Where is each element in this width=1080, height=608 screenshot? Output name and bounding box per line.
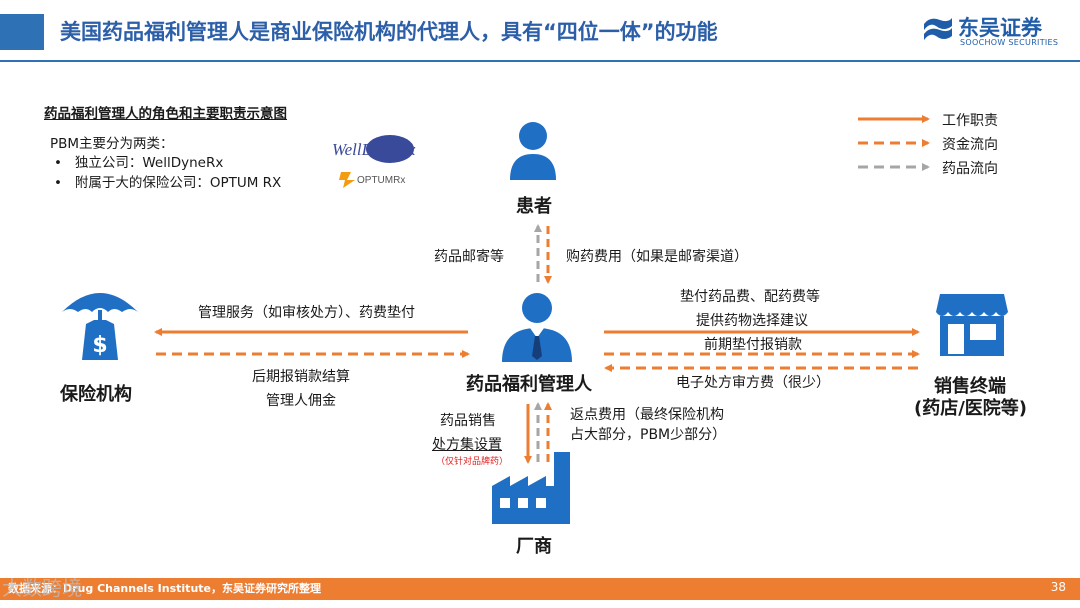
pbm-type-item: • 附属于大的保险公司：OPTUM RX bbox=[54, 175, 282, 191]
footer-bar: 数据来源：Drug Channels Institute，东吴证券研究所整理 3… bbox=[0, 578, 1080, 600]
brand-mark-icon bbox=[924, 18, 952, 40]
node-insurer-label: 保险机构 bbox=[60, 384, 132, 405]
flow-label-rebate-split: 占大部分，PBM少部分） bbox=[570, 427, 727, 443]
page-number: 38 bbox=[1050, 580, 1066, 594]
flow-label-retail-advance: 垫付药品费、配药费等 bbox=[680, 289, 820, 305]
node-pbm-label: 药品福利管理人 bbox=[466, 374, 592, 395]
flow-label-pbm-to-patient: 药品邮寄等 bbox=[434, 249, 504, 265]
brand-name-en: SOOCHOW SECURITIES bbox=[960, 38, 1059, 47]
watermark: 大数跨境 bbox=[2, 576, 82, 600]
flow-label-mfr-sales: 药品销售 bbox=[440, 413, 496, 429]
node-retail-sublabel: (药店/医院等) bbox=[914, 398, 1028, 419]
flow-label-patient-to-pbm: 购药费用（如果是邮寄渠道） bbox=[566, 249, 748, 265]
header-rule bbox=[0, 60, 1080, 62]
flow-label-mfr-formulary: 处方集设置 bbox=[432, 437, 502, 453]
patient-icon bbox=[510, 122, 556, 180]
optum-logo: OPTUMRx bbox=[335, 168, 425, 190]
flow-label-retail-advice: 提供药物选择建议 bbox=[696, 313, 808, 329]
pbm-type-label: 独立公司：WellDyneRx bbox=[74, 155, 224, 171]
flow-label-insurer-mgmt: 管理服务（如审核处方）、药费垫付 bbox=[198, 305, 415, 321]
page-title: 美国药品福利管理人是商业保险机构的代理人，具有“四位一体”的功能 bbox=[60, 20, 718, 44]
flow-label-insurer-commission: 管理人佣金 bbox=[266, 393, 336, 409]
welldyne-logo-text: WellDyneRx bbox=[332, 140, 416, 159]
pbm-type-item: • 独立公司：WellDyneRx bbox=[54, 155, 224, 171]
legend-label-money: 资金流向 bbox=[942, 137, 998, 153]
flow-label-rebate: 返点费用（最终保险机构 bbox=[570, 407, 724, 423]
svg-text:$: $ bbox=[92, 333, 107, 358]
node-retail-label: 销售终端 bbox=[934, 376, 1006, 397]
factory-icon bbox=[492, 452, 570, 524]
flow-label-retail-eprescription: 电子处方审方费（很少） bbox=[676, 375, 830, 391]
header-accent-bar bbox=[0, 14, 44, 50]
flow-note-brand-only: （仅针对品牌药） bbox=[436, 457, 509, 467]
optum-logo-text: OPTUMRx bbox=[357, 175, 405, 186]
flow-label-retail-reimburse: 前期垫付报销款 bbox=[704, 337, 802, 353]
insurance-umbrella-icon: $ bbox=[62, 293, 138, 360]
node-manufacturer-label: 厂商 bbox=[516, 536, 552, 557]
pbm-manager-icon bbox=[502, 293, 572, 362]
legend-label-drug: 药品流向 bbox=[942, 161, 998, 177]
brand-name: 东吴证券 bbox=[958, 16, 1042, 40]
legend-label-duty: 工作职责 bbox=[942, 113, 998, 129]
flow-label-insurer-settle: 后期报销款结算 bbox=[252, 369, 350, 385]
footer-source: 数据来源：Drug Channels Institute，东吴证券研究所整理 bbox=[8, 582, 321, 595]
figure-subtitle: 药品福利管理人的角色和主要职责示意图 bbox=[44, 106, 287, 122]
retail-store-icon bbox=[936, 294, 1008, 356]
welldyne-logo: WellDyneRx bbox=[330, 133, 416, 165]
node-patient-label: 患者 bbox=[516, 196, 552, 217]
pbm-type-label: 附属于大的保险公司：OPTUM RX bbox=[74, 175, 282, 191]
pbm-intro: PBM主要分为两类： bbox=[50, 136, 174, 152]
brand-logo: 东吴证券 SOOCHOW SECURITIES bbox=[920, 12, 1070, 52]
